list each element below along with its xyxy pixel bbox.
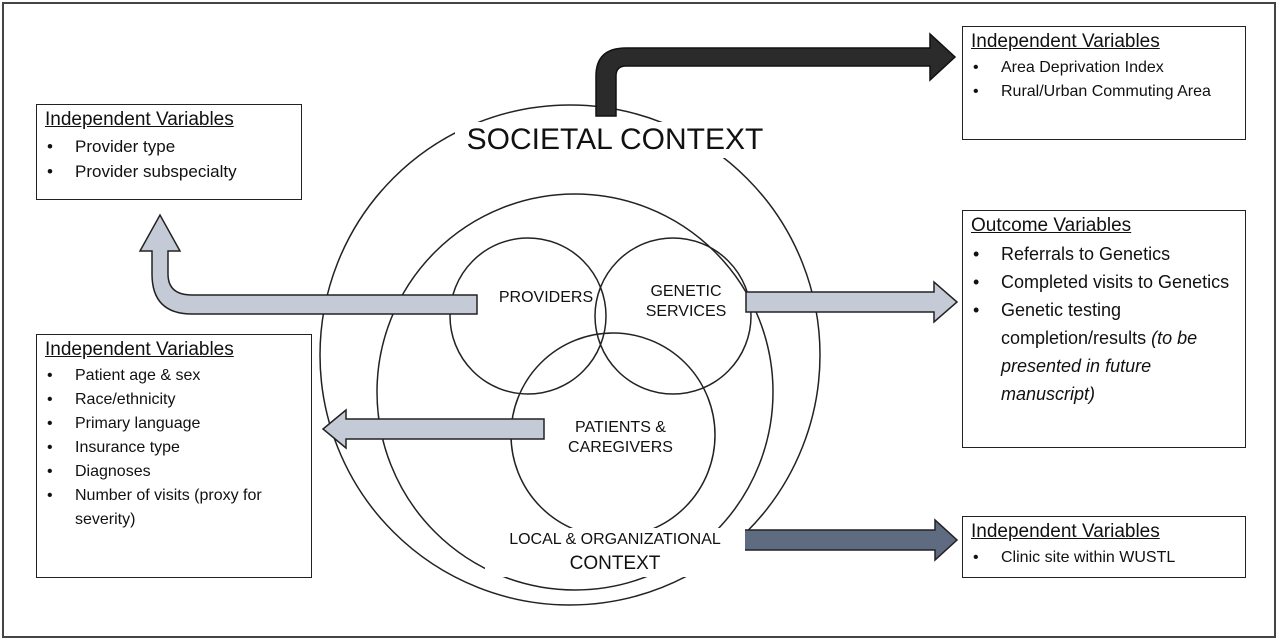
local-organizational-label: LOCAL & ORGANIZATIONAL CONTEXT: [485, 528, 745, 577]
provider-variable-item: Provider subspecialty: [45, 159, 293, 184]
genetic-services-line1: GENETIC: [650, 283, 722, 300]
outcome-variables-box: Outcome Variables Referrals to Genetics …: [962, 210, 1246, 448]
clinic-variables-heading: Independent Variables: [971, 521, 1160, 542]
patient-variables-heading: Independent Variables: [45, 339, 234, 360]
patient-variable-item: Diagnoses: [45, 460, 303, 484]
patient-variable-item: Race/ethnicity: [45, 388, 303, 412]
outcome-variable-item: Genetic testing completion/results (to b…: [971, 296, 1237, 408]
provider-variables-box: Independent Variables Provider type Prov…: [36, 104, 302, 200]
outcome-variables-heading: Outcome Variables: [971, 215, 1132, 236]
local-organizational-line1: LOCAL & ORGANIZATIONAL: [509, 531, 721, 548]
clinic-variables-box: Independent Variables Clinic site within…: [962, 516, 1246, 578]
patient-variable-item: Insurance type: [45, 436, 303, 460]
genetic-services-arrow: [745, 280, 959, 324]
patients-caregivers-label: PATIENTS & CAREGIVERS: [553, 418, 688, 458]
providers-arrow: [138, 213, 478, 315]
provider-variable-item: Provider type: [45, 134, 293, 159]
local-context-circle: [376, 193, 774, 591]
provider-variables-heading: Independent Variables: [45, 109, 234, 130]
patient-variables-box: Independent Variables Patient age & sex …: [36, 334, 312, 578]
local-organizational-line2: CONTEXT: [569, 553, 661, 574]
patients-caregivers-line2: CAREGIVERS: [568, 439, 673, 456]
societal-arrow: [595, 32, 957, 117]
patients-arrow: [321, 408, 545, 450]
societal-variable-item: Area Deprivation Index: [971, 56, 1237, 80]
patient-variable-item: Number of visits (proxy for severity): [45, 484, 303, 532]
societal-context-circle: [319, 104, 821, 606]
patient-variable-item: Primary language: [45, 412, 303, 436]
societal-variables-box: Independent Variables Area Deprivation I…: [962, 26, 1246, 140]
outcome-variable-note: (to be presented in future manuscript): [1001, 328, 1198, 404]
genetic-services-line2: SERVICES: [645, 303, 727, 320]
local-context-arrow: [741, 518, 959, 562]
outcome-variable-item: Completed visits to Genetics: [971, 268, 1237, 296]
societal-variable-item: Rural/Urban Commuting Area: [971, 80, 1237, 104]
outcome-variable-item: Referrals to Genetics: [971, 240, 1237, 268]
societal-context-title: SOCIETAL CONTEXT: [455, 122, 775, 158]
patient-variable-item: Patient age & sex: [45, 364, 303, 388]
genetic-services-label: GENETIC SERVICES: [626, 282, 746, 322]
clinic-variable-item: Clinic site within WUSTL: [971, 546, 1237, 570]
outcome-variable-text: Genetic testing completion/results: [1001, 300, 1147, 348]
patients-caregivers-line1: PATIENTS &: [575, 419, 666, 436]
societal-variables-heading: Independent Variables: [971, 31, 1160, 52]
providers-circle: [449, 237, 607, 395]
providers-label: PROVIDERS: [498, 289, 594, 306]
genetic-services-circle: [594, 237, 752, 395]
